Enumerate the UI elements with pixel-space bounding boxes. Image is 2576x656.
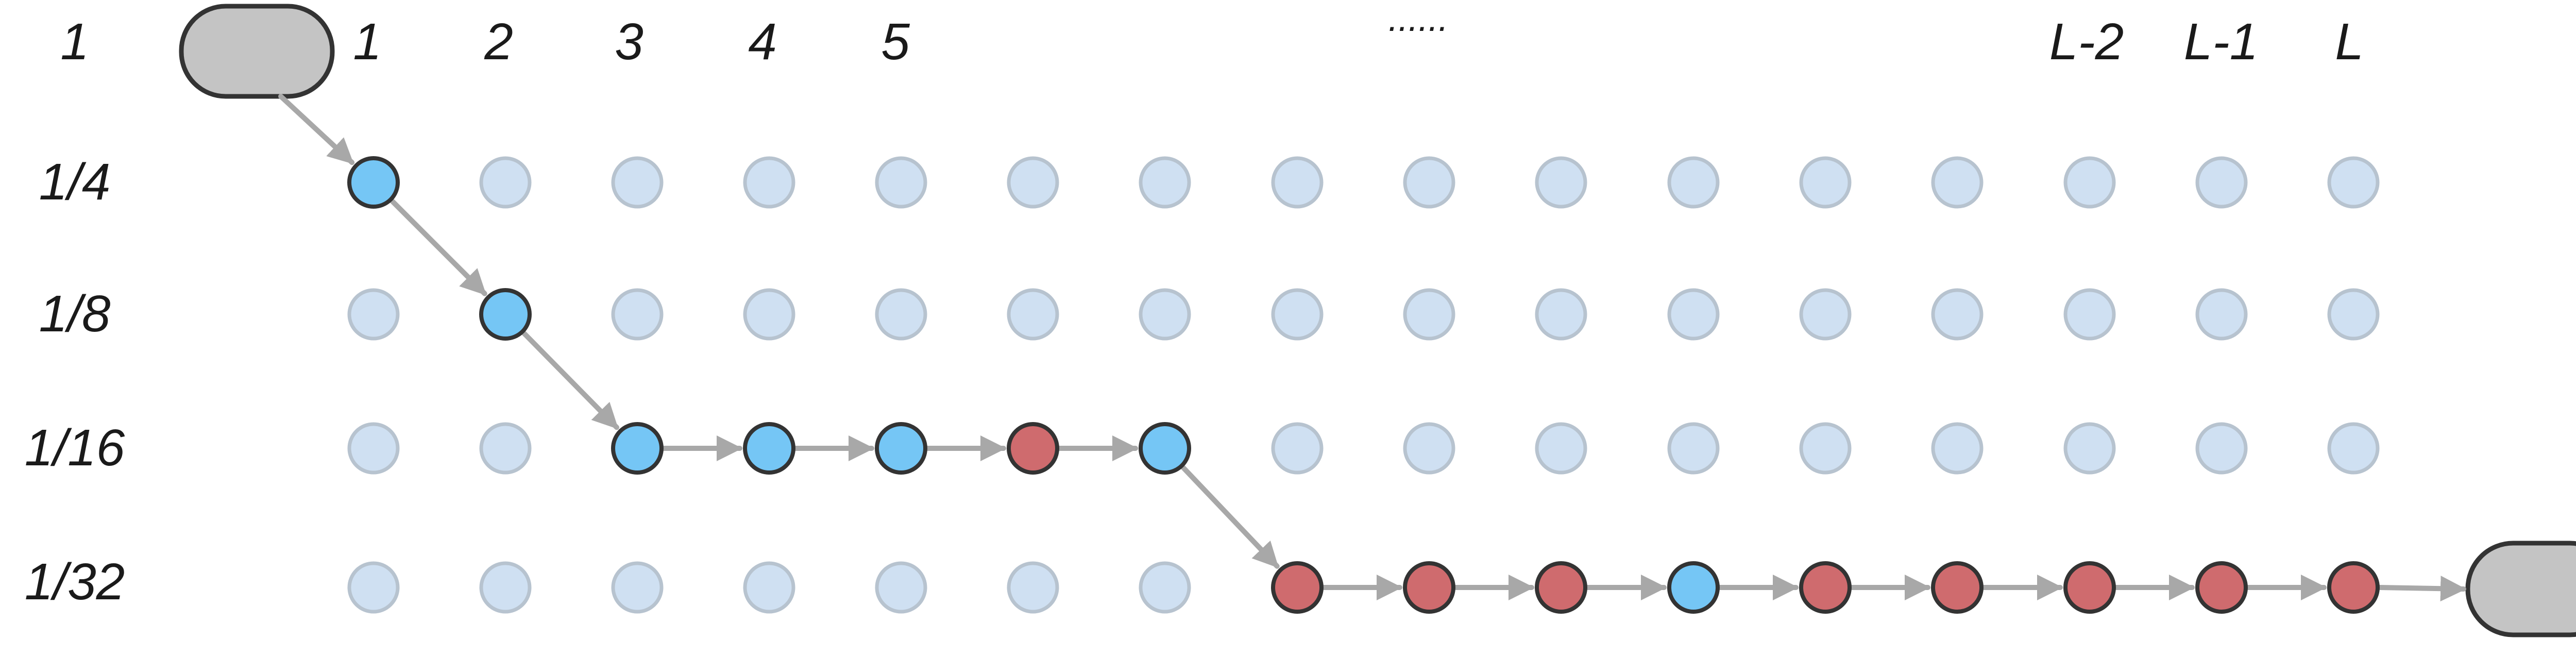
grid-cell-inactive — [2327, 156, 2380, 209]
grid-cell-inactive — [1139, 561, 1191, 614]
path-arrow — [521, 330, 620, 430]
path-cell-blue — [875, 422, 927, 475]
row-label-scale-32: 1/32 — [25, 553, 125, 611]
grid-cell-inactive — [611, 288, 664, 341]
grid-cell-inactive — [1139, 156, 1191, 209]
path-arrows — [278, 94, 2466, 602]
grid-cell-inactive — [1271, 422, 1324, 475]
grid-cell-inactive — [1931, 288, 1984, 341]
path-cell-blue — [743, 422, 795, 475]
grid-cell-inactive — [2063, 156, 2116, 209]
grid-cell-inactive — [1007, 561, 1059, 614]
row-label-scale-16: 1/16 — [25, 419, 125, 477]
grid-cells — [347, 156, 2380, 614]
grid-cell-inactive — [1931, 422, 1984, 475]
grid-cell-inactive — [611, 561, 664, 614]
grid-cell-inactive — [1271, 288, 1324, 341]
grid-cell-inactive — [875, 561, 927, 614]
column-label-l-minus-1: L-1 — [2184, 13, 2259, 71]
path-cell-red — [1007, 422, 1059, 475]
grid-cell-inactive — [1931, 156, 1984, 209]
grid-cell-inactive — [1403, 422, 1455, 475]
output-head-node — [2465, 541, 2576, 637]
grid-cell-inactive — [743, 561, 795, 614]
column-label-5: 5 — [881, 13, 910, 71]
column-label-2: 2 — [484, 13, 513, 71]
path-cell-red — [2063, 561, 2116, 614]
path-cell-red — [2195, 561, 2248, 614]
grid-cell-inactive — [479, 422, 532, 475]
path-cell-red — [1799, 561, 1852, 614]
grid-cell-inactive — [743, 288, 795, 341]
grid-cell-inactive — [1139, 288, 1191, 341]
grid-cell-inactive — [2327, 288, 2380, 341]
grid-cell-inactive — [1535, 422, 1587, 475]
column-labels: 1 2 3 4 5 ...... L-2 L-1 L — [353, 0, 2364, 71]
grid-cell-inactive — [1799, 288, 1852, 341]
grid-cell-inactive — [347, 422, 400, 475]
input-stem-node — [179, 4, 335, 99]
path-cell-blue — [347, 156, 400, 209]
path-cell-red — [1403, 561, 1455, 614]
column-label-4: 4 — [748, 13, 777, 71]
grid-cell-inactive — [347, 561, 400, 614]
path-arrow — [389, 198, 487, 296]
path-cell-red — [1271, 561, 1324, 614]
path-cell-blue — [1139, 422, 1191, 475]
row-label-scale-8: 1/8 — [39, 285, 110, 343]
grid-cell-inactive — [2195, 288, 2248, 341]
column-label-ellipsis: ...... — [1388, 0, 1449, 39]
path-cell-blue — [479, 288, 532, 341]
grid-cell-inactive — [479, 561, 532, 614]
grid-cell-inactive — [1007, 288, 1059, 341]
grid-cell-inactive — [1535, 288, 1587, 341]
path-arrow — [1180, 464, 1280, 569]
grid-cell-inactive — [1403, 156, 1455, 209]
grid-cell-inactive — [1799, 156, 1852, 209]
column-label-l: L — [2335, 13, 2364, 71]
grid-cell-inactive — [479, 156, 532, 209]
column-label-3: 3 — [615, 13, 643, 71]
grid-cell-inactive — [2063, 422, 2116, 475]
row-label-scale-4: 1/4 — [39, 153, 110, 211]
grid-cell-inactive — [1667, 422, 1720, 475]
path-cell-red — [2327, 561, 2380, 614]
grid-cell-inactive — [1799, 422, 1852, 475]
grid-cell-inactive — [1403, 288, 1455, 341]
grid-cell-inactive — [2195, 156, 2248, 209]
path-cell-blue — [611, 422, 664, 475]
grid-cell-inactive — [875, 156, 927, 209]
grid-cell-inactive — [2195, 422, 2248, 475]
path-cell-red — [1931, 561, 1984, 614]
row-label-input-scale: 1 — [60, 13, 89, 71]
path-cell-red — [1535, 561, 1587, 614]
path-arrow — [278, 94, 355, 165]
grid-cell-inactive — [1271, 156, 1324, 209]
column-label-1: 1 — [353, 13, 382, 71]
grid-cell-inactive — [611, 156, 664, 209]
grid-cell-inactive — [1667, 156, 1720, 209]
grid-cell-inactive — [743, 156, 795, 209]
path-cell-blue — [1667, 561, 1720, 614]
path-arrow — [2377, 576, 2466, 602]
column-label-l-minus-2: L-2 — [2049, 13, 2124, 71]
path-cells — [347, 156, 2380, 614]
grid-cell-inactive — [1667, 288, 1720, 341]
grid-cell-inactive — [347, 288, 400, 341]
grid-cell-inactive — [875, 288, 927, 341]
grid-cell-inactive — [2327, 422, 2380, 475]
grid-cell-inactive — [1535, 156, 1587, 209]
grid-cell-inactive — [2063, 288, 2116, 341]
grid-cell-inactive — [1007, 156, 1059, 209]
row-labels: 1 1/4 1/8 1/16 1/32 — [25, 13, 125, 611]
